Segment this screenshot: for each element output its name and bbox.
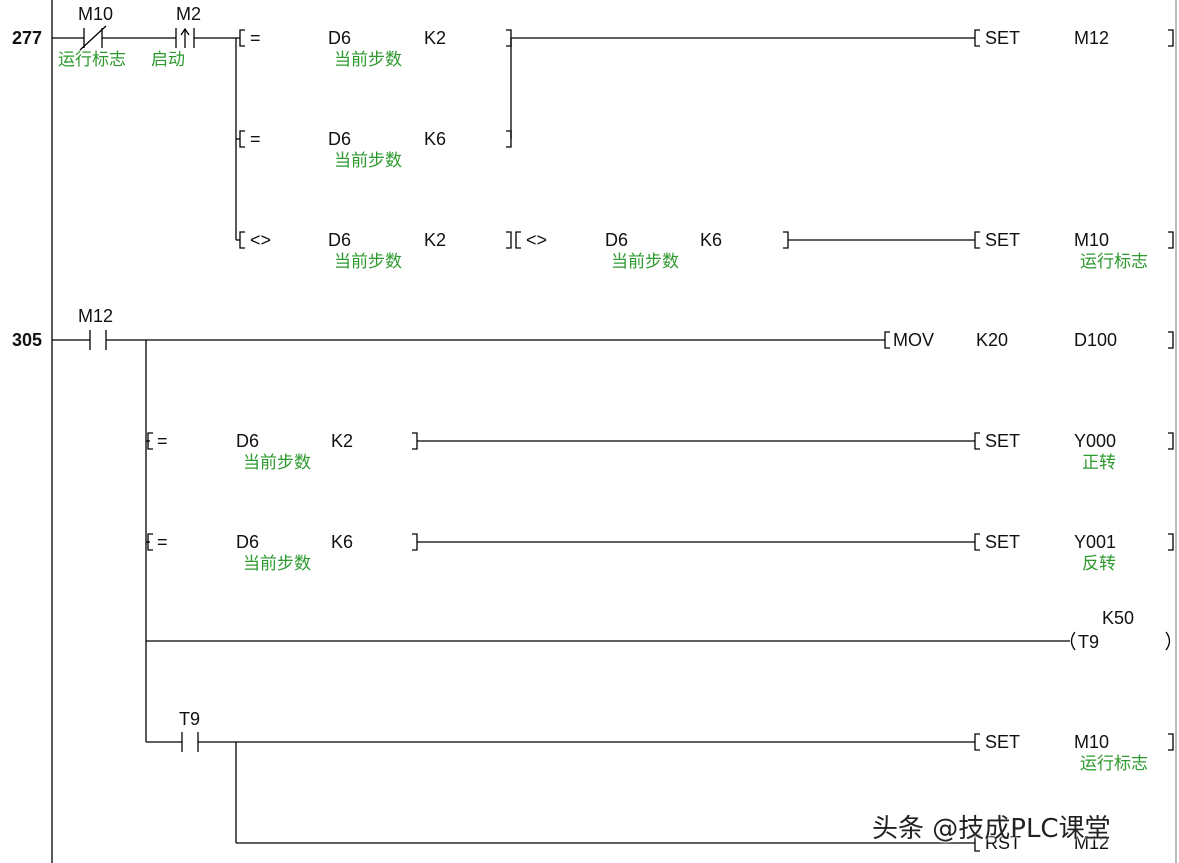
compare-bracket-4 bbox=[515, 231, 789, 249]
output-instr: SET bbox=[985, 732, 1021, 752]
contact-no-m12 bbox=[89, 330, 107, 350]
compare-comment: 当前步数 bbox=[334, 50, 402, 70]
compare-comment: 当前步数 bbox=[243, 453, 311, 473]
contact-comment: 启动 bbox=[151, 50, 185, 70]
output-comment: 运行标志 bbox=[1080, 754, 1148, 774]
output-instr: SET bbox=[985, 230, 1021, 250]
output-comment: 反转 bbox=[1082, 554, 1116, 574]
compare-comment: 当前步数 bbox=[334, 151, 402, 171]
compare-s2: K2 bbox=[424, 230, 447, 250]
contact-rising-m2 bbox=[175, 27, 195, 48]
coil-right-arc bbox=[1165, 631, 1171, 651]
contact-label: M12 bbox=[78, 306, 114, 326]
output-comment: 正转 bbox=[1082, 453, 1116, 473]
timer-setting: K50 bbox=[1102, 608, 1135, 628]
contact-label: M2 bbox=[176, 4, 202, 24]
compare-s1: D6 bbox=[328, 129, 352, 149]
contact-comment: 运行标志 bbox=[58, 50, 126, 70]
contact-label: T9 bbox=[179, 709, 201, 729]
output-operand: M10 bbox=[1074, 732, 1110, 752]
contact-label: M10 bbox=[78, 4, 114, 24]
compare-bracket-3 bbox=[239, 231, 512, 249]
compare-s2: K6 bbox=[700, 230, 723, 250]
output-operand: M10 bbox=[1074, 230, 1110, 250]
compare-bracket-1 bbox=[239, 29, 512, 47]
compare-op: <> bbox=[250, 230, 272, 250]
compare-s1: D6 bbox=[236, 532, 260, 552]
compare-s1: D6 bbox=[328, 28, 352, 48]
compare-s2: K2 bbox=[331, 431, 354, 451]
compare-comment: 当前步数 bbox=[243, 554, 311, 574]
step-number: 305 bbox=[12, 330, 43, 350]
output-operand: Y001 bbox=[1074, 532, 1117, 552]
compare-bracket-2 bbox=[239, 130, 512, 148]
output-instr: MOV bbox=[893, 330, 935, 350]
contact-no-t9 bbox=[181, 732, 199, 752]
output-operand: Y000 bbox=[1074, 431, 1117, 451]
output-instr: RST bbox=[985, 833, 1021, 853]
output-operand: M12 bbox=[1074, 28, 1110, 48]
compare-s2: K2 bbox=[424, 28, 447, 48]
timer-coil-label: T9 bbox=[1078, 632, 1100, 652]
output-instr: SET bbox=[985, 28, 1021, 48]
coil-left-arc bbox=[1070, 631, 1076, 651]
compare-op: = bbox=[250, 28, 261, 48]
compare-s1: D6 bbox=[328, 230, 352, 250]
compare-op: = bbox=[250, 129, 261, 149]
compare-s2: K6 bbox=[331, 532, 354, 552]
compare-s1: D6 bbox=[605, 230, 629, 250]
compare-comment: 当前步数 bbox=[334, 252, 402, 272]
compare-op: <> bbox=[526, 230, 548, 250]
compare-comment: 当前步数 bbox=[611, 252, 679, 272]
output-instr: SET bbox=[985, 532, 1021, 552]
output-operand2: D100 bbox=[1074, 330, 1118, 350]
output-operand: K20 bbox=[976, 330, 1009, 350]
step-number: 277 bbox=[12, 28, 43, 48]
compare-s1: D6 bbox=[236, 431, 260, 451]
compare-s2: K6 bbox=[424, 129, 447, 149]
output-instr: SET bbox=[985, 431, 1021, 451]
compare-op: = bbox=[157, 532, 168, 552]
compare-op: = bbox=[157, 431, 168, 451]
output-comment: 运行标志 bbox=[1080, 252, 1148, 272]
output-operand: M12 bbox=[1074, 833, 1110, 853]
watermark: 头条 @技成PLC课堂 bbox=[872, 814, 1111, 844]
